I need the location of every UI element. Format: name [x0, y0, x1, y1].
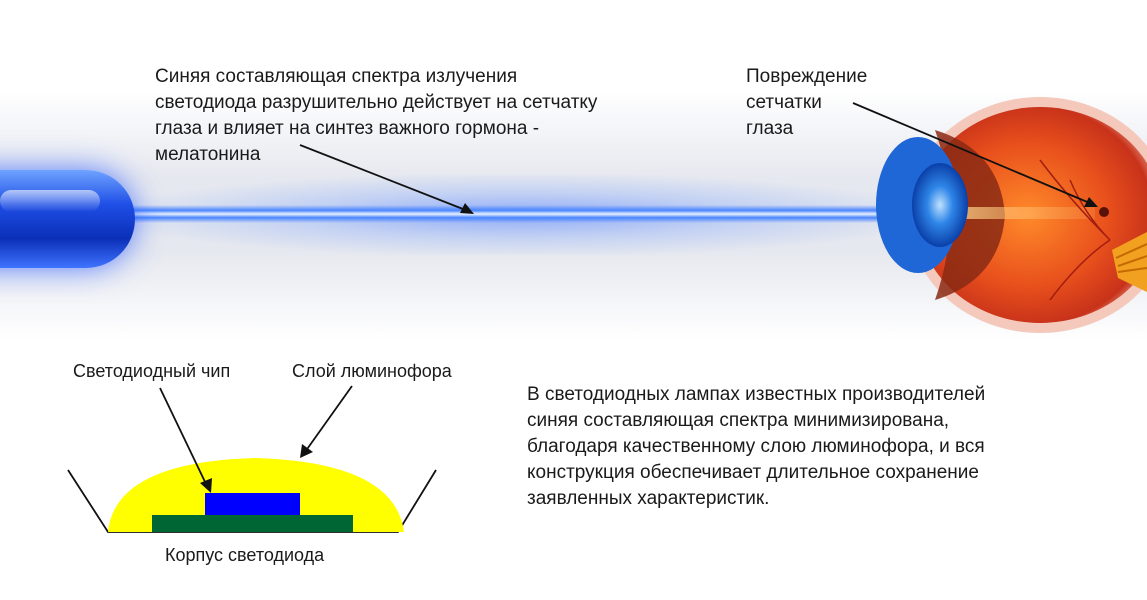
annotation-arrow-beam	[299, 144, 469, 212]
arrow-head-retina	[1084, 197, 1098, 207]
led-substrate	[152, 515, 353, 532]
eye-lens	[912, 163, 968, 247]
optic-nerve-stripes	[1115, 243, 1147, 273]
top-annotation: Синяя составляющая спектра излучения све…	[155, 66, 598, 165]
arrow-head-chip	[200, 478, 212, 493]
arrow-phosphor	[304, 385, 353, 453]
phosphor-label: Слой люминофора	[292, 361, 452, 381]
blue-light-beam	[120, 205, 910, 223]
retina-vessel	[1039, 159, 1111, 301]
retina-damage-spot	[1099, 207, 1109, 217]
annotation-arrow-retina	[852, 102, 1093, 205]
chip-label: Светодиодный чип	[73, 361, 231, 381]
led-body-label: Корпус светодиода	[165, 545, 325, 565]
info-text: В светодиодных лампах известных производ…	[527, 384, 986, 509]
arrow-head-phosphor	[300, 444, 313, 458]
led-chip	[205, 493, 300, 515]
arrow-chip	[159, 387, 208, 487]
led-light-source	[0, 170, 135, 268]
arrow-head-beam	[460, 203, 474, 214]
retina-annotation: Повреждение сетчатки глаза	[746, 66, 868, 139]
led-cross-section	[67, 458, 437, 533]
eye-illustration	[876, 97, 1147, 333]
